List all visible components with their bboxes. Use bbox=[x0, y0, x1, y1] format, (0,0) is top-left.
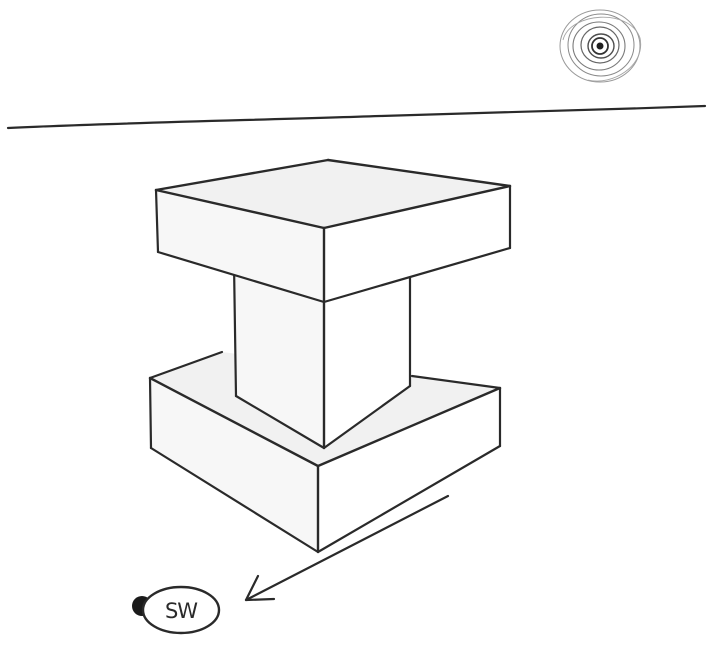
sun-scribble-icon bbox=[560, 10, 641, 82]
top-cap-block bbox=[156, 160, 510, 302]
horizon-line bbox=[8, 106, 705, 128]
sw-label: SW bbox=[165, 599, 198, 623]
sw-direction-marker: SW bbox=[132, 587, 219, 633]
